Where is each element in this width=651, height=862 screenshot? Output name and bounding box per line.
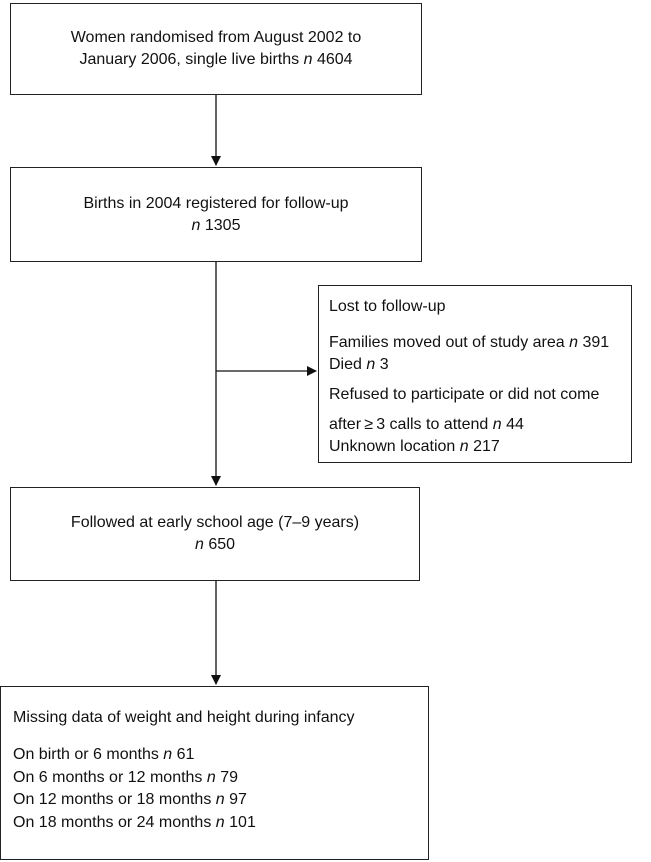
lost-unknown-text: Unknown location [329, 438, 460, 455]
n-label: n [191, 216, 201, 234]
lost-died-text: Died [329, 356, 367, 373]
lost-unknown: Unknown location n 217 [329, 436, 631, 458]
followed-count-line: n 650 [195, 534, 235, 556]
registered-box: Births in 2004 registered for follow-up … [10, 167, 422, 262]
lost-refused-line1: Refused to participate or did not come [329, 386, 600, 403]
lost-refused-text: after ≥ 3 calls to attend [329, 416, 493, 433]
randomised-count: 4604 [316, 51, 353, 68]
lost-moved: Families moved out of study area n 391 [329, 332, 631, 354]
registered-count-line: n 1305 [192, 215, 241, 237]
missing-row-count: 79 [220, 768, 239, 786]
missing-row-text: On 18 months or 24 months [13, 813, 216, 831]
missing-data-box: Missing data of weight and height during… [0, 686, 429, 860]
n-label: n [215, 813, 225, 831]
randomised-line1: Women randomised from August 2002 to [70, 29, 362, 46]
lost-title: Lost to follow-up [329, 298, 446, 315]
lost-moved-text: Families moved out of study area [329, 334, 570, 351]
n-label: n [366, 356, 376, 373]
missing-title: Missing data of weight and height during… [13, 709, 355, 726]
lost-refused-count: 44 [506, 416, 524, 433]
registered-line1: Births in 2004 registered for follow-up [83, 194, 349, 212]
lost-refused-line2: after ≥ 3 calls to attend n 44 [329, 414, 631, 436]
missing-row-count: 101 [229, 813, 256, 831]
n-label: n [569, 334, 579, 351]
n-label: n [206, 768, 216, 786]
n-label: n [215, 791, 225, 808]
missing-row: On 6 months or 12 months n 79 [13, 767, 428, 790]
missing-row-count: 61 [176, 746, 195, 763]
missing-row: On 12 months or 18 months n 97 [13, 789, 428, 812]
missing-row-count: 97 [229, 791, 247, 808]
followed-count: 650 [208, 536, 236, 553]
randomised-line2-text: January 2006, single live births [79, 51, 304, 68]
registered-count: 1305 [204, 216, 241, 234]
missing-row-text: On 6 months or 12 months [13, 768, 207, 786]
n-label: n [459, 438, 469, 455]
followed-line1: Followed at early school age (7–9 years) [70, 514, 360, 531]
randomised-line2: January 2006, single live births n 4604 [79, 49, 352, 71]
lost-moved-count: 391 [582, 334, 610, 351]
n-label: n [303, 51, 313, 68]
n-label: n [492, 416, 502, 433]
lost-died-count: 3 [379, 356, 389, 373]
lost-to-follow-up-box: Lost to follow-up Families moved out of … [318, 285, 632, 463]
missing-row-text: On 12 months or 18 months [13, 791, 216, 808]
followed-box: Followed at early school age (7–9 years)… [10, 487, 420, 581]
n-label: n [163, 746, 173, 763]
lost-unknown-count: 217 [473, 438, 500, 455]
missing-row-text: On birth or 6 months [13, 746, 164, 763]
missing-row: On 18 months or 24 months n 101 [13, 812, 428, 835]
missing-row: On birth or 6 months n 61 [13, 744, 428, 767]
randomised-box: Women randomised from August 2002 to Jan… [10, 3, 422, 95]
missing-rows: On birth or 6 months n 61 On 6 months or… [13, 744, 428, 834]
n-label: n [194, 536, 204, 553]
lost-died: Died n 3 [329, 354, 631, 376]
